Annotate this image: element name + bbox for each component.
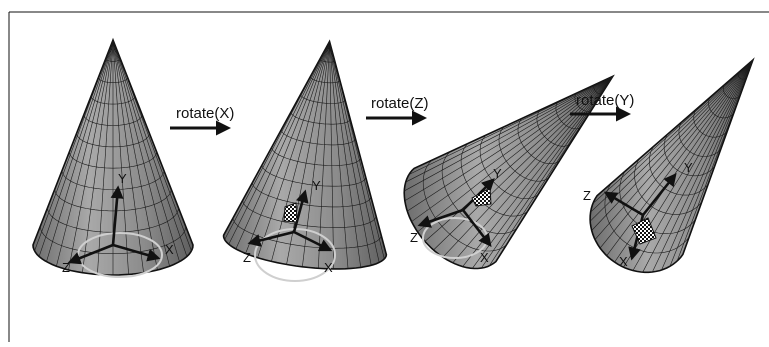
step-label-1: rotate(X)	[176, 105, 234, 122]
cone1-y-label: Y	[118, 171, 127, 186]
cone2-y-label: Y	[312, 178, 321, 193]
cone-after-rotate-x	[224, 41, 387, 268]
cone3-z-label: Z	[410, 230, 418, 245]
cone4-y-label: Y	[684, 160, 693, 175]
cone3-x-label: X	[480, 250, 489, 265]
cone4-z-label: Z	[583, 188, 591, 203]
step-label-3: rotate(Y)	[576, 92, 634, 109]
cone4-x-label: X	[619, 254, 628, 269]
cone2-x-label: X	[324, 260, 333, 275]
step-label-2: rotate(Z)	[371, 95, 429, 112]
cone1-z-label: Z	[62, 260, 70, 275]
cone2-z-label: Z	[243, 250, 251, 265]
cone1-x-label: X	[165, 242, 174, 257]
cone3-y-label: Y	[493, 166, 502, 181]
